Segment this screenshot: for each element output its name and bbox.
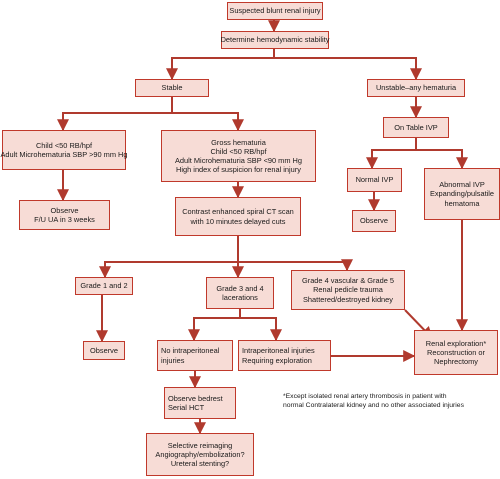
node-observe-fu-ua: Observe F/U UA in 3 weeks [19,200,110,230]
arrow-ct-to-grade45 [238,259,353,272]
arrow-ivp-to-abnormal [416,149,468,170]
arrow-stable-to-micro [57,97,173,132]
node-unstable-any-hematuria: Unstable–any hematuria [367,79,465,97]
node-observe-bedrest: Observe bedrest Serial HCT [164,387,236,419]
node-grade-3-and-4: Grade 3 and 4 lacerations [206,277,274,309]
node-suspected-blunt-renal-injury: Suspected blunt renal injury [227,2,323,20]
node-stable: Stable [135,79,209,97]
arrow-stable-to-gross [172,112,244,132]
node-observe-grade-1-2: Observe [83,341,125,360]
footnote: *Except isolated renal artery thrombosis… [283,393,464,410]
node-renal-exploration: Renal exploration* Reconstruction or Nep… [414,330,498,375]
node-contrast-ct-scan: Contrast enhanced spiral CT scan with 10… [175,197,301,236]
node-grade-1-and-2: Grade 1 and 2 [75,277,133,295]
arrow-hemodynamic-to-unstable [274,57,422,81]
node-no-intraperitoneal-injuries: No intraperitoneal injuries [157,340,233,371]
arrow-grade34-to-no-intraperitoneal [188,309,241,342]
node-determine-hemodynamic-stability: Determine hemodynamic stability [221,31,329,49]
node-on-table-ivp: On Table IVP [383,117,449,138]
node-selective-reimaging: Selective reimaging Angiography/emboliza… [146,433,254,476]
arrow-ivp-to-normal [366,138,417,170]
node-observe-ivp: Observe [352,210,396,232]
arrow-grade34-to-intraperitoneal [240,317,282,342]
node-intraperitoneal-injuries: Intraperitoneal injuries Requiring explo… [238,340,331,371]
node-gross-hematuria: Gross hematuria Child <50 RB/hpf Adult M… [161,130,316,182]
node-abnormal-ivp: Abnormal IVP Expanding/pulsatile hematom… [424,168,500,220]
node-child-adult-microhematuria: Child <50 RB/hpf Adult Microhematuria SB… [1,130,128,170]
arrow-hemodynamic-to-stable [166,49,275,81]
node-grade-4-vascular-and-5: Grade 4 vascular & Grade 5 Renal pedicle… [291,270,405,310]
arrow-ct-to-grade12 [99,236,239,279]
node-normal-ivp: Normal IVP [347,168,402,192]
